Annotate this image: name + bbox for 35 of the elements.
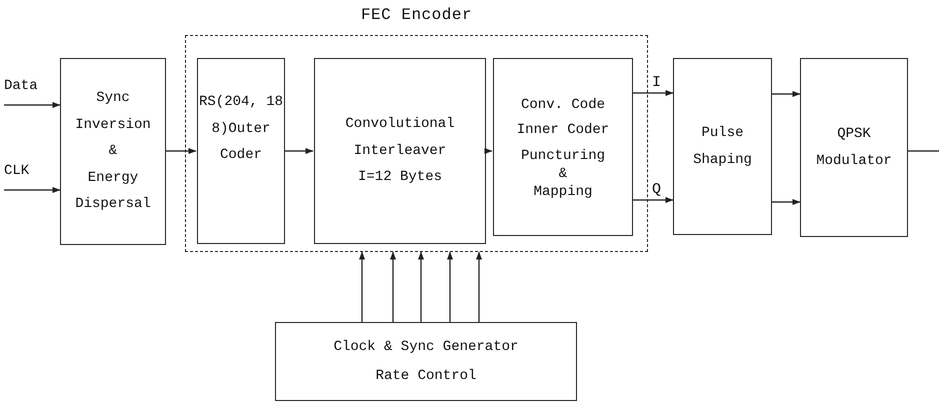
arrow [418, 252, 424, 322]
box-text: Pulse Shaping [692, 124, 753, 170]
process-box [314, 58, 486, 244]
box-text: Clock & Sync Generator [334, 338, 518, 357]
arrow [4, 102, 60, 108]
arrow [284, 148, 314, 154]
arrow [476, 252, 482, 322]
box-text: Rate Control [376, 366, 476, 386]
edge-label: Q [651, 182, 662, 197]
process-box [800, 58, 908, 237]
arrow [390, 252, 396, 322]
box-text: RS(204, 18 8)Outer Coder [198, 93, 284, 166]
box-text: Sync Inversion & Energy Dispersal [74, 89, 152, 214]
arrow [632, 197, 674, 203]
connector-line [908, 150, 939, 152]
process-box [197, 58, 285, 244]
signal-label: CLK [4, 163, 30, 180]
signal-label: Data [4, 78, 38, 95]
box-text: Convolutional Interleaver I=12 Bytes [344, 115, 456, 188]
box-text: Puncturing & Mapping [520, 146, 606, 202]
arrow [447, 252, 453, 322]
arrow [4, 187, 60, 193]
arrow [632, 90, 674, 96]
arrow [484, 148, 492, 154]
arrow [772, 91, 800, 97]
box-text: Conv. Code Inner Coder [516, 96, 610, 140]
box-text: QPSK Modulator [815, 124, 893, 170]
process-box [673, 58, 772, 235]
process-box [493, 58, 633, 236]
arrow [359, 252, 365, 322]
group-heading: FEC Encoder [360, 6, 474, 24]
process-box [275, 322, 577, 401]
arrow [166, 148, 196, 154]
arrow [772, 199, 800, 205]
process-box [60, 58, 166, 245]
